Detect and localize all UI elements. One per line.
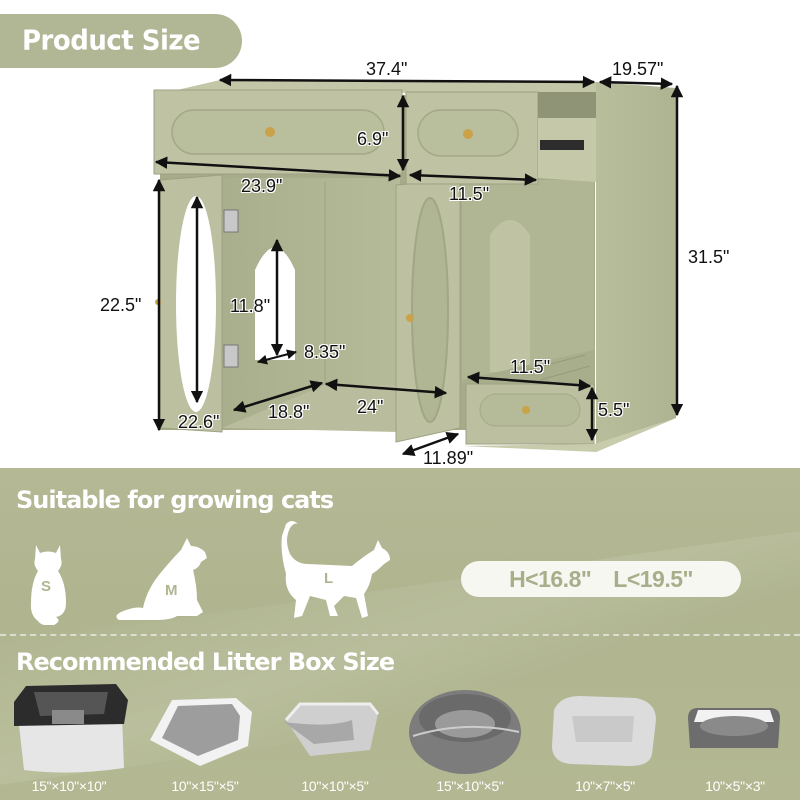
dim-overall-width: 37.4"	[366, 59, 408, 79]
section-divider	[0, 634, 800, 636]
litter-size-label: 15"×10"×5"	[436, 778, 504, 794]
litter-size-label: 10"×10"×5"	[301, 778, 369, 794]
product-size-title: Product Size	[22, 25, 201, 57]
litter-item-6: 10"×5"×3"	[670, 680, 800, 800]
cats-section-title: Suitable for growing cats	[16, 486, 334, 514]
cat-sitting-side-icon	[116, 538, 207, 620]
dim-right-drawer-width: 11.5"	[449, 184, 490, 204]
litter-item-1: 15"×10"×10"	[4, 680, 134, 800]
dim-left-drawer-width: 23.9"	[241, 176, 283, 196]
dim-interior-width: 24"	[357, 397, 384, 417]
dim-inner-opening-width: 8.35"	[304, 342, 346, 362]
high-side-litter-box-icon	[14, 684, 128, 773]
litter-item-5: 10"×7"×5"	[540, 680, 670, 800]
product-size-title-banner: Product Size	[0, 14, 242, 68]
litter-size-label: 10"×7"×5"	[575, 778, 635, 794]
cat-size-label: L	[324, 570, 334, 587]
dim-left-compartment-depth: 18.8"	[268, 402, 310, 422]
cat-size-label: S	[41, 578, 52, 595]
dim-right-compartment-width: 11.5"	[510, 357, 551, 377]
cat-size-label: M	[165, 582, 178, 599]
small-cat-bed-icon	[688, 708, 780, 748]
litter-size-label: 10"×5"×3"	[705, 778, 765, 794]
cat-size-large: L	[272, 520, 394, 620]
dim-depth: 19.57"	[612, 59, 664, 79]
litter-item-4: 15"×10"×5"	[405, 680, 535, 800]
litter-item-3: 10"×10"×5"	[270, 680, 400, 800]
litter-pan-icon	[284, 702, 380, 756]
plush-cat-bed-icon	[552, 696, 656, 766]
cabinet-illustration	[152, 73, 684, 457]
right-side-panel	[596, 82, 676, 452]
litter-size-label: 15"×10"×10"	[31, 778, 107, 794]
dim-door-opening-height: 22.6"	[178, 412, 220, 432]
dim-right-door-width: 11.89"	[423, 448, 474, 468]
litter-item-2: 10"×15"×5"	[140, 680, 270, 800]
dim-inner-opening-height: 11.8"	[230, 296, 271, 316]
cat-size-small: S	[28, 543, 68, 626]
cat-sitting-back-icon	[30, 545, 66, 626]
dim-bottom-drawer-height: 5.5"	[598, 400, 630, 420]
dim-left-compartment-height: 22.5"	[100, 295, 142, 315]
cat-fit-section: Suitable for growing cats S M L H<16.8" …	[0, 468, 800, 800]
length-limit: L<19.5"	[613, 565, 693, 592]
round-cat-bed-icon	[409, 690, 521, 774]
product-size-section: Product Size	[0, 14, 730, 468]
dim-overall-height: 31.5"	[688, 247, 730, 267]
cat-walking-icon	[281, 521, 390, 618]
litter-section-title: Recommended Litter Box Size	[16, 648, 395, 676]
height-limit: H<16.8"	[509, 565, 592, 592]
litter-size-label: 10"×15"×5"	[171, 778, 239, 794]
cat-size-medium: M	[115, 536, 213, 622]
cat-size-limit-badge: H<16.8" L<19.5"	[461, 561, 741, 597]
litter-pan-with-rim-icon	[150, 698, 252, 766]
dim-drawer-height: 6.9"	[357, 129, 389, 149]
